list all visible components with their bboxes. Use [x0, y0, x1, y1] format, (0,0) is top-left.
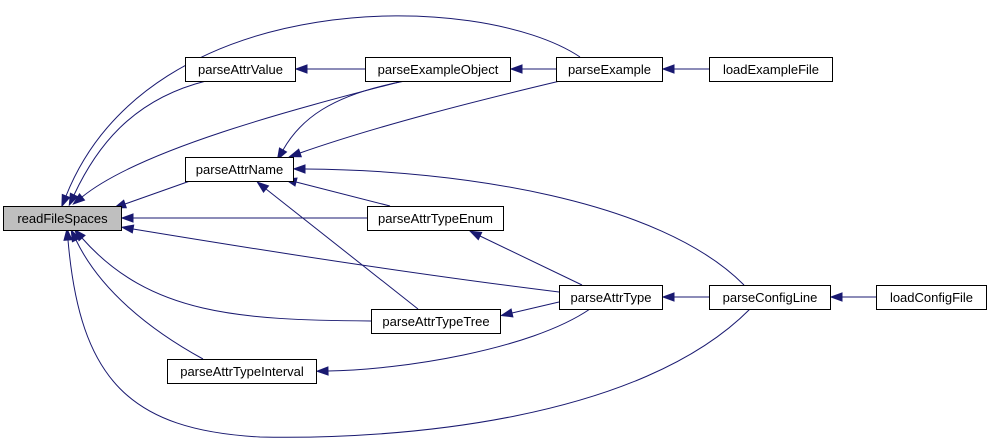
edge-parseExampleObject-to-parseAttrName [276, 80, 406, 161]
node-parseAttrTypeInterval[interactable]: parseAttrTypeInterval [167, 359, 317, 384]
nodes-layer: readFileSpaces parseAttrValue parseExample… [3, 57, 987, 384]
node-parseAttrName[interactable]: parseAttrName [185, 157, 294, 182]
node-parseAttrTypeEnum[interactable]: parseAttrTypeEnum [367, 206, 504, 231]
edge-line [265, 188, 419, 310]
edge-parseConfigLine-to-readFileSpaces [63, 227, 751, 438]
edge-line [65, 15, 581, 197]
edge-arrowhead [256, 181, 270, 193]
node-box[interactable] [559, 285, 663, 310]
edge-arrowhead [499, 308, 514, 318]
node-parseAttrType[interactable]: parseAttrType [559, 285, 663, 310]
node-box[interactable] [709, 285, 831, 310]
node-box[interactable] [185, 157, 294, 182]
node-parseExampleObject[interactable]: parseExampleObject [365, 57, 511, 82]
edge-parseAttrType-to-readFileSpaces [120, 224, 560, 293]
edge-loadExampleFile-to-parseExample [661, 64, 709, 74]
node-readFileSpaces[interactable]: readFileSpaces [3, 206, 122, 231]
node-label: loadConfigFile [890, 290, 973, 305]
edge-parseExampleObject-to-parseAttrValue [294, 64, 365, 74]
edge-parseAttrValue-to-readFileSpaces [68, 80, 207, 207]
edge-line [295, 181, 391, 207]
edge-arrowhead [70, 228, 81, 243]
node-box[interactable] [709, 57, 833, 82]
edge-line [299, 80, 561, 154]
node-label: parseAttrTypeEnum [378, 211, 493, 226]
edge-line [327, 308, 591, 372]
edge-parseAttrType-to-parseAttrTypeTree [499, 301, 560, 318]
edge-parseConfigLine-to-parseAttrType [661, 292, 709, 302]
edge-arrowhead [120, 213, 134, 223]
edge-line [67, 239, 751, 438]
edge-parseAttrType-to-parseAttrTypeInterval [315, 308, 591, 376]
edge-line [132, 228, 560, 293]
edge-parseAttrTypeEnum-to-parseAttrName [283, 177, 391, 207]
edge-line [479, 235, 583, 286]
edge-parseExampleObject-to-readFileSpaces [72, 80, 404, 205]
edge-arrowhead [468, 230, 483, 241]
edge-parseAttrType-to-parseAttrTypeEnum [468, 230, 583, 286]
edge-parseExample-to-parseExampleObject [509, 64, 556, 74]
edge-arrowhead [292, 164, 306, 174]
edge-parseExample-to-readFileSpaces [61, 15, 581, 208]
node-box[interactable] [556, 57, 663, 82]
edge-arrowhead [288, 148, 303, 158]
edge-arrowhead [68, 192, 79, 207]
node-parseAttrTypeTree[interactable]: parseAttrTypeTree [371, 309, 501, 334]
edge-line [73, 80, 207, 196]
edge-parseAttrName-to-readFileSpaces [113, 180, 191, 209]
node-label: parseExample [568, 62, 651, 77]
node-box[interactable] [365, 57, 511, 82]
edge-line [75, 239, 204, 360]
node-loadExampleFile[interactable]: loadExampleFile [709, 57, 833, 82]
edge-arrowhead [661, 64, 675, 74]
node-label: parseConfigLine [723, 290, 818, 305]
node-loadConfigFile[interactable]: loadConfigFile [876, 285, 987, 310]
edge-line [304, 168, 745, 286]
node-label: parseAttrTypeInterval [180, 364, 304, 379]
edge-parseAttrTypeEnum-to-readFileSpaces [120, 213, 367, 223]
node-label: parseAttrValue [198, 62, 283, 77]
edge-loadConfigFile-to-parseConfigLine [829, 292, 876, 302]
edge-arrowhead [72, 193, 86, 205]
edge-arrowhead [120, 224, 135, 234]
node-box[interactable] [185, 57, 296, 82]
edge-arrowhead [315, 366, 329, 376]
edge-arrowhead [276, 147, 288, 161]
node-label: readFileSpaces [17, 211, 108, 226]
edge-parseConfigLine-to-parseAttrName [292, 164, 745, 286]
node-parseAttrValue[interactable]: parseAttrValue [185, 57, 296, 82]
edge-arrowhead [829, 292, 843, 302]
node-parseConfigLine[interactable]: parseConfigLine [709, 285, 831, 310]
edge-arrowhead [61, 193, 71, 208]
node-box[interactable] [3, 206, 122, 231]
node-label: parseAttrType [571, 290, 652, 305]
node-label: parseExampleObject [378, 62, 499, 77]
node-box[interactable] [876, 285, 987, 310]
edge-line [511, 301, 560, 314]
node-box[interactable] [367, 206, 504, 231]
edge-arrowhead [294, 64, 308, 74]
edge-arrowhead [509, 64, 523, 74]
edge-arrowhead [661, 292, 675, 302]
edge-line [124, 180, 191, 205]
node-label: loadExampleFile [723, 62, 819, 77]
node-box[interactable] [371, 309, 501, 334]
node-parseExample[interactable]: parseExample [556, 57, 663, 82]
edge-line [282, 80, 406, 151]
node-label: parseAttrTypeTree [382, 314, 489, 329]
edge-parseAttrTypeInterval-to-readFileSpaces [70, 228, 204, 360]
edge-parseExample-to-parseAttrName [288, 80, 561, 158]
edge-line [81, 237, 372, 322]
node-box[interactable] [167, 359, 317, 384]
edge-arrowhead [63, 227, 73, 241]
node-label: parseAttrName [196, 162, 283, 177]
edge-parseAttrTypeTree-to-parseAttrName [256, 181, 419, 310]
